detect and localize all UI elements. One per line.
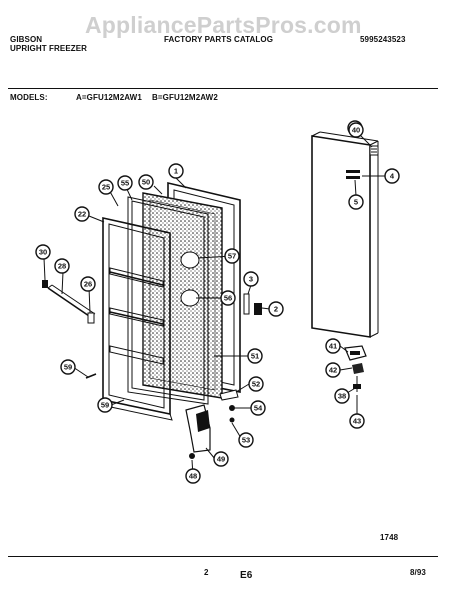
callout-43: 43	[349, 413, 365, 429]
callout-53: 53	[238, 432, 254, 448]
callout-50: 50	[138, 174, 154, 190]
callout-4: 4	[384, 168, 400, 184]
svg-text:52: 52	[252, 380, 260, 389]
door-insulation-panel	[142, 192, 223, 399]
svg-text:26: 26	[84, 280, 92, 289]
part-number: 5995243523	[360, 35, 406, 44]
svg-text:55: 55	[121, 179, 129, 188]
callout-1: 1	[168, 163, 184, 179]
footer-rule	[8, 556, 438, 557]
callout-51: 51	[247, 348, 263, 364]
header-rule	[8, 88, 438, 89]
callout-59-bottom: 59	[97, 397, 113, 413]
callout-41: 41	[325, 338, 341, 354]
svg-text:49: 49	[217, 455, 225, 464]
door-stop-hardware	[219, 389, 239, 423]
svg-text:48: 48	[189, 472, 197, 481]
page-number: 2	[204, 568, 209, 577]
callout-48: 48	[185, 468, 201, 484]
catalog-date: 8/93	[410, 568, 426, 577]
callout-list: 1 2 3 4 5 22 25 26 28 30 38 39 40 41 42 …	[35, 120, 400, 484]
callout-59-screw: 59	[60, 359, 76, 375]
svg-text:2: 2	[274, 305, 278, 314]
callout-2: 2	[268, 301, 284, 317]
callout-28: 28	[54, 258, 70, 274]
door-handle-hardware	[243, 293, 262, 315]
callout-25: 25	[98, 179, 114, 195]
model-b: B=GFU12M2AW2	[152, 93, 218, 102]
svg-text:1: 1	[174, 167, 178, 176]
svg-text:41: 41	[329, 342, 337, 351]
watermark: AppliancePartsPros.com	[85, 12, 362, 38]
svg-text:38: 38	[338, 392, 346, 401]
diagram-code: 1748	[380, 533, 399, 542]
callout-52: 52	[248, 376, 264, 392]
model-a: A=GFU12M2AW1	[76, 93, 142, 102]
svg-text:3: 3	[249, 275, 253, 284]
svg-text:53: 53	[242, 436, 250, 445]
callout-57: 57	[224, 248, 240, 264]
callout-26: 26	[80, 276, 96, 292]
callout-3: 3	[243, 271, 259, 287]
svg-text:51: 51	[251, 352, 259, 361]
models-label: MODELS:	[10, 93, 48, 102]
svg-text:25: 25	[102, 183, 110, 192]
inner-door-liner	[102, 217, 173, 421]
callout-56: 56	[220, 290, 236, 306]
callout-22: 22	[74, 206, 90, 222]
callout-54: 54	[250, 400, 266, 416]
top-hinge-pin	[369, 145, 379, 156]
svg-text:42: 42	[329, 366, 337, 375]
svg-text:50: 50	[142, 178, 150, 187]
callout-49: 49	[213, 451, 229, 467]
svg-text:56: 56	[224, 294, 232, 303]
brand-label: GIBSON	[10, 35, 43, 44]
svg-text:59: 59	[64, 363, 72, 372]
callout-40: 40	[348, 122, 364, 138]
door-stop-bracket	[185, 404, 211, 459]
catalog-title: FACTORY PARTS CATALOG	[164, 35, 274, 44]
svg-text:30: 30	[39, 248, 47, 257]
section-code: E6	[240, 570, 253, 581]
shelf-rail	[42, 280, 96, 324]
callout-30: 30	[35, 244, 51, 260]
svg-text:22: 22	[78, 210, 86, 219]
outer-door-panel	[311, 131, 379, 338]
svg-text:28: 28	[58, 262, 66, 271]
screw	[85, 373, 97, 379]
svg-text:57: 57	[228, 252, 236, 261]
product-label: UPRIGHT FREEZER	[10, 44, 88, 53]
callout-38: 38	[334, 388, 350, 404]
svg-text:4: 4	[390, 172, 395, 181]
svg-text:59: 59	[101, 401, 109, 410]
bottom-hinge	[344, 345, 367, 412]
callout-55: 55	[117, 175, 133, 191]
svg-text:40: 40	[352, 126, 360, 135]
callout-42: 42	[325, 362, 341, 378]
svg-text:54: 54	[254, 404, 263, 413]
svg-text:43: 43	[353, 417, 361, 426]
door-gasket	[127, 196, 209, 405]
svg-text:5: 5	[354, 198, 358, 207]
callout-5: 5	[348, 194, 364, 210]
